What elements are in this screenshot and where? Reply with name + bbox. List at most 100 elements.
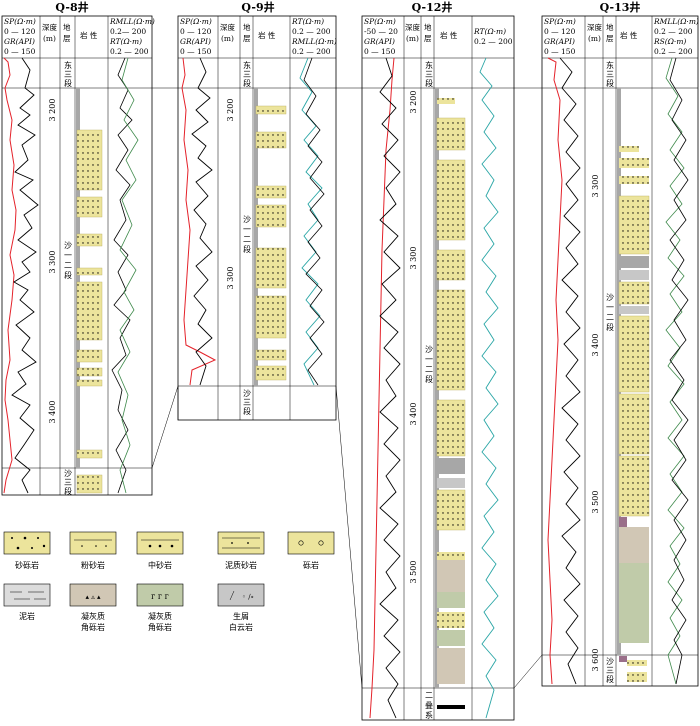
fm-sha3-2: 三 bbox=[243, 398, 251, 407]
depth-header: 深度 bbox=[587, 22, 602, 32]
legend-item-conglomerate: 砾岩 bbox=[287, 531, 335, 570]
gr-header: GR(API) bbox=[544, 37, 575, 46]
well-q12: Q-12井 SP(Ω·m) -50 — 20 GR(API) 0 — 150 深… bbox=[361, 0, 515, 721]
gr-header: GR(API) bbox=[4, 37, 35, 46]
legend-label: 生屑 bbox=[233, 611, 249, 621]
depth-3600: 3 600 bbox=[591, 649, 600, 672]
legend-label: 角砾岩 bbox=[148, 622, 172, 632]
legend-label: 砾岩 bbox=[303, 560, 319, 570]
lithology-header: 岩 性 bbox=[620, 30, 638, 40]
sp-curve bbox=[3, 57, 17, 494]
legend-label: 砂砾岩 bbox=[15, 560, 39, 570]
fm-dong3-2: 三 bbox=[425, 70, 433, 79]
depth-3500: 3 500 bbox=[409, 561, 418, 584]
fm-sha3-2: 三 bbox=[606, 666, 614, 675]
legend-item-medium-sandstone: 中砂岩 bbox=[136, 531, 184, 570]
legend-item-tuff-breccia-2: ᴦ ᴦ ᴦ 凝灰质 角砾岩 bbox=[136, 583, 184, 632]
rmll-curve bbox=[303, 57, 325, 386]
rt-scale: 0.2 — 200 bbox=[474, 37, 513, 46]
svg-text:◦ ∕∘: ◦ ∕∘ bbox=[242, 593, 254, 601]
fm-dong3-2: 三 bbox=[606, 70, 614, 79]
fm-dong3-2: 三 bbox=[243, 70, 251, 79]
rt-curve bbox=[479, 57, 499, 719]
fm-permian-2: 叠 bbox=[425, 701, 433, 710]
legend-item-bioclastic-dolomite: ◦ ∕∘ 生屑 白云岩 bbox=[217, 583, 265, 632]
legend-label: 角砾岩 bbox=[81, 622, 105, 632]
well-q9: Q-9井 SP(Ω·m) 0 — 120 GR(API) 0 — 150 深度 … bbox=[177, 0, 337, 421]
rmll-curve bbox=[665, 57, 685, 685]
gr-scale: 0 — 150 bbox=[4, 47, 36, 56]
well-frame bbox=[541, 15, 699, 687]
fm-sha12-1: 沙 bbox=[425, 345, 433, 354]
well-title: Q-8井 bbox=[55, 0, 88, 14]
fm-sha12-2: 一 bbox=[243, 225, 251, 234]
rs-curve bbox=[669, 57, 689, 685]
depth-3400: 3 400 bbox=[591, 334, 600, 357]
fm-sha12-1: 沙 bbox=[606, 293, 614, 302]
fm-dong3-1: 东 bbox=[243, 60, 251, 70]
legend-item-conglomerate-sand: 砂砾岩 bbox=[3, 531, 51, 570]
gr-scale: 0 — 150 bbox=[180, 47, 212, 56]
rmll-header: RMLL(Ω·m) bbox=[109, 17, 155, 26]
fm-dong3-3: 段 bbox=[425, 78, 433, 88]
legend-label: 凝灰质 bbox=[81, 611, 105, 621]
lithology-legend: 砂砾岩 粉砂岩 中砂岩 泥质砂岩 砾岩 bbox=[3, 531, 335, 632]
depth-3300: 3 300 bbox=[409, 247, 418, 270]
depth-3200: 3 200 bbox=[48, 99, 57, 122]
lithology-header: 岩 性 bbox=[440, 30, 458, 40]
sp-scale: 0 — 120 bbox=[544, 27, 576, 36]
rmll-scale: 0.2 — 200 bbox=[292, 47, 331, 56]
fm-sha12-2: 一 bbox=[425, 355, 433, 364]
fm-sha12-4: 段 bbox=[606, 322, 614, 332]
rmll-scale: 0.2 — 200 bbox=[654, 27, 693, 36]
fm-dong3-3: 段 bbox=[64, 78, 72, 88]
depth-header: 深度 bbox=[220, 22, 235, 32]
fm-sha3-1: 沙 bbox=[243, 389, 251, 398]
rs-scale: 0.2 — 200 bbox=[654, 47, 693, 56]
strata-header-1: 地 bbox=[606, 22, 614, 32]
strata-header-1: 地 bbox=[243, 22, 251, 32]
depth-unit: (m) bbox=[221, 34, 234, 43]
fm-sha3-3: 段 bbox=[64, 486, 72, 496]
depth-3500: 3 500 bbox=[591, 491, 600, 514]
depth-3300: 3 300 bbox=[48, 251, 57, 274]
sp-header: SP(Ω·m) bbox=[180, 17, 212, 26]
fm-dong3-1: 东 bbox=[425, 60, 433, 70]
fm-sha12-3: 二 bbox=[425, 365, 433, 374]
fm-dong3-1: 东 bbox=[64, 60, 72, 70]
legend-label: 泥质砂岩 bbox=[225, 560, 257, 570]
rmll-header: RMLL(Ω·m) bbox=[653, 17, 699, 26]
strata-header-1: 地 bbox=[424, 22, 432, 32]
legend-item-mudstone: 泥岩 bbox=[3, 583, 51, 621]
rs-header: RS(Ω·m) bbox=[653, 37, 686, 46]
depth-3400: 3 400 bbox=[409, 403, 418, 426]
strata-header-2: 层 bbox=[63, 34, 71, 43]
rmll-scale: 0.2— 200 bbox=[110, 27, 146, 36]
legend-item-muddy-sandstone: 泥质砂岩 bbox=[217, 531, 265, 570]
well-q13: Q-13井 SP(Ω·m) 0 — 120 GR(API) 0 — 150 深度… bbox=[541, 0, 699, 687]
depth-unit: (m) bbox=[588, 34, 601, 43]
gr-curve bbox=[379, 57, 401, 719]
fm-dong3-2: 三 bbox=[64, 70, 72, 79]
correlation-lines bbox=[151, 87, 543, 689]
sp-header: SP(Ω·m) bbox=[544, 17, 576, 26]
gr-header: GR(API) bbox=[180, 37, 211, 46]
well-frame bbox=[177, 15, 337, 421]
fm-sha12-4: 段 bbox=[243, 244, 251, 254]
sp-header: SP(Ω·m) bbox=[4, 17, 36, 26]
depth-unit: (m) bbox=[43, 34, 56, 43]
well-title: Q-13井 bbox=[600, 0, 641, 14]
rmll-curve bbox=[117, 57, 139, 494]
rt-header: RT(Ω·m) bbox=[473, 27, 506, 36]
depth-3200: 3 200 bbox=[409, 91, 418, 114]
rt-header: RT(Ω·m) bbox=[109, 37, 142, 46]
fm-sha12-3: 二 bbox=[606, 313, 614, 322]
gr-scale: 0 — 150 bbox=[544, 47, 576, 56]
sp-scale: -50 — 20 bbox=[364, 27, 398, 36]
sp-curve bbox=[181, 57, 217, 386]
sp-scale: 0 — 120 bbox=[180, 27, 212, 36]
fm-sha12-2: 一 bbox=[606, 303, 614, 312]
fm-sha12-4: 段 bbox=[425, 374, 433, 384]
fm-dong3-3: 段 bbox=[243, 78, 251, 88]
